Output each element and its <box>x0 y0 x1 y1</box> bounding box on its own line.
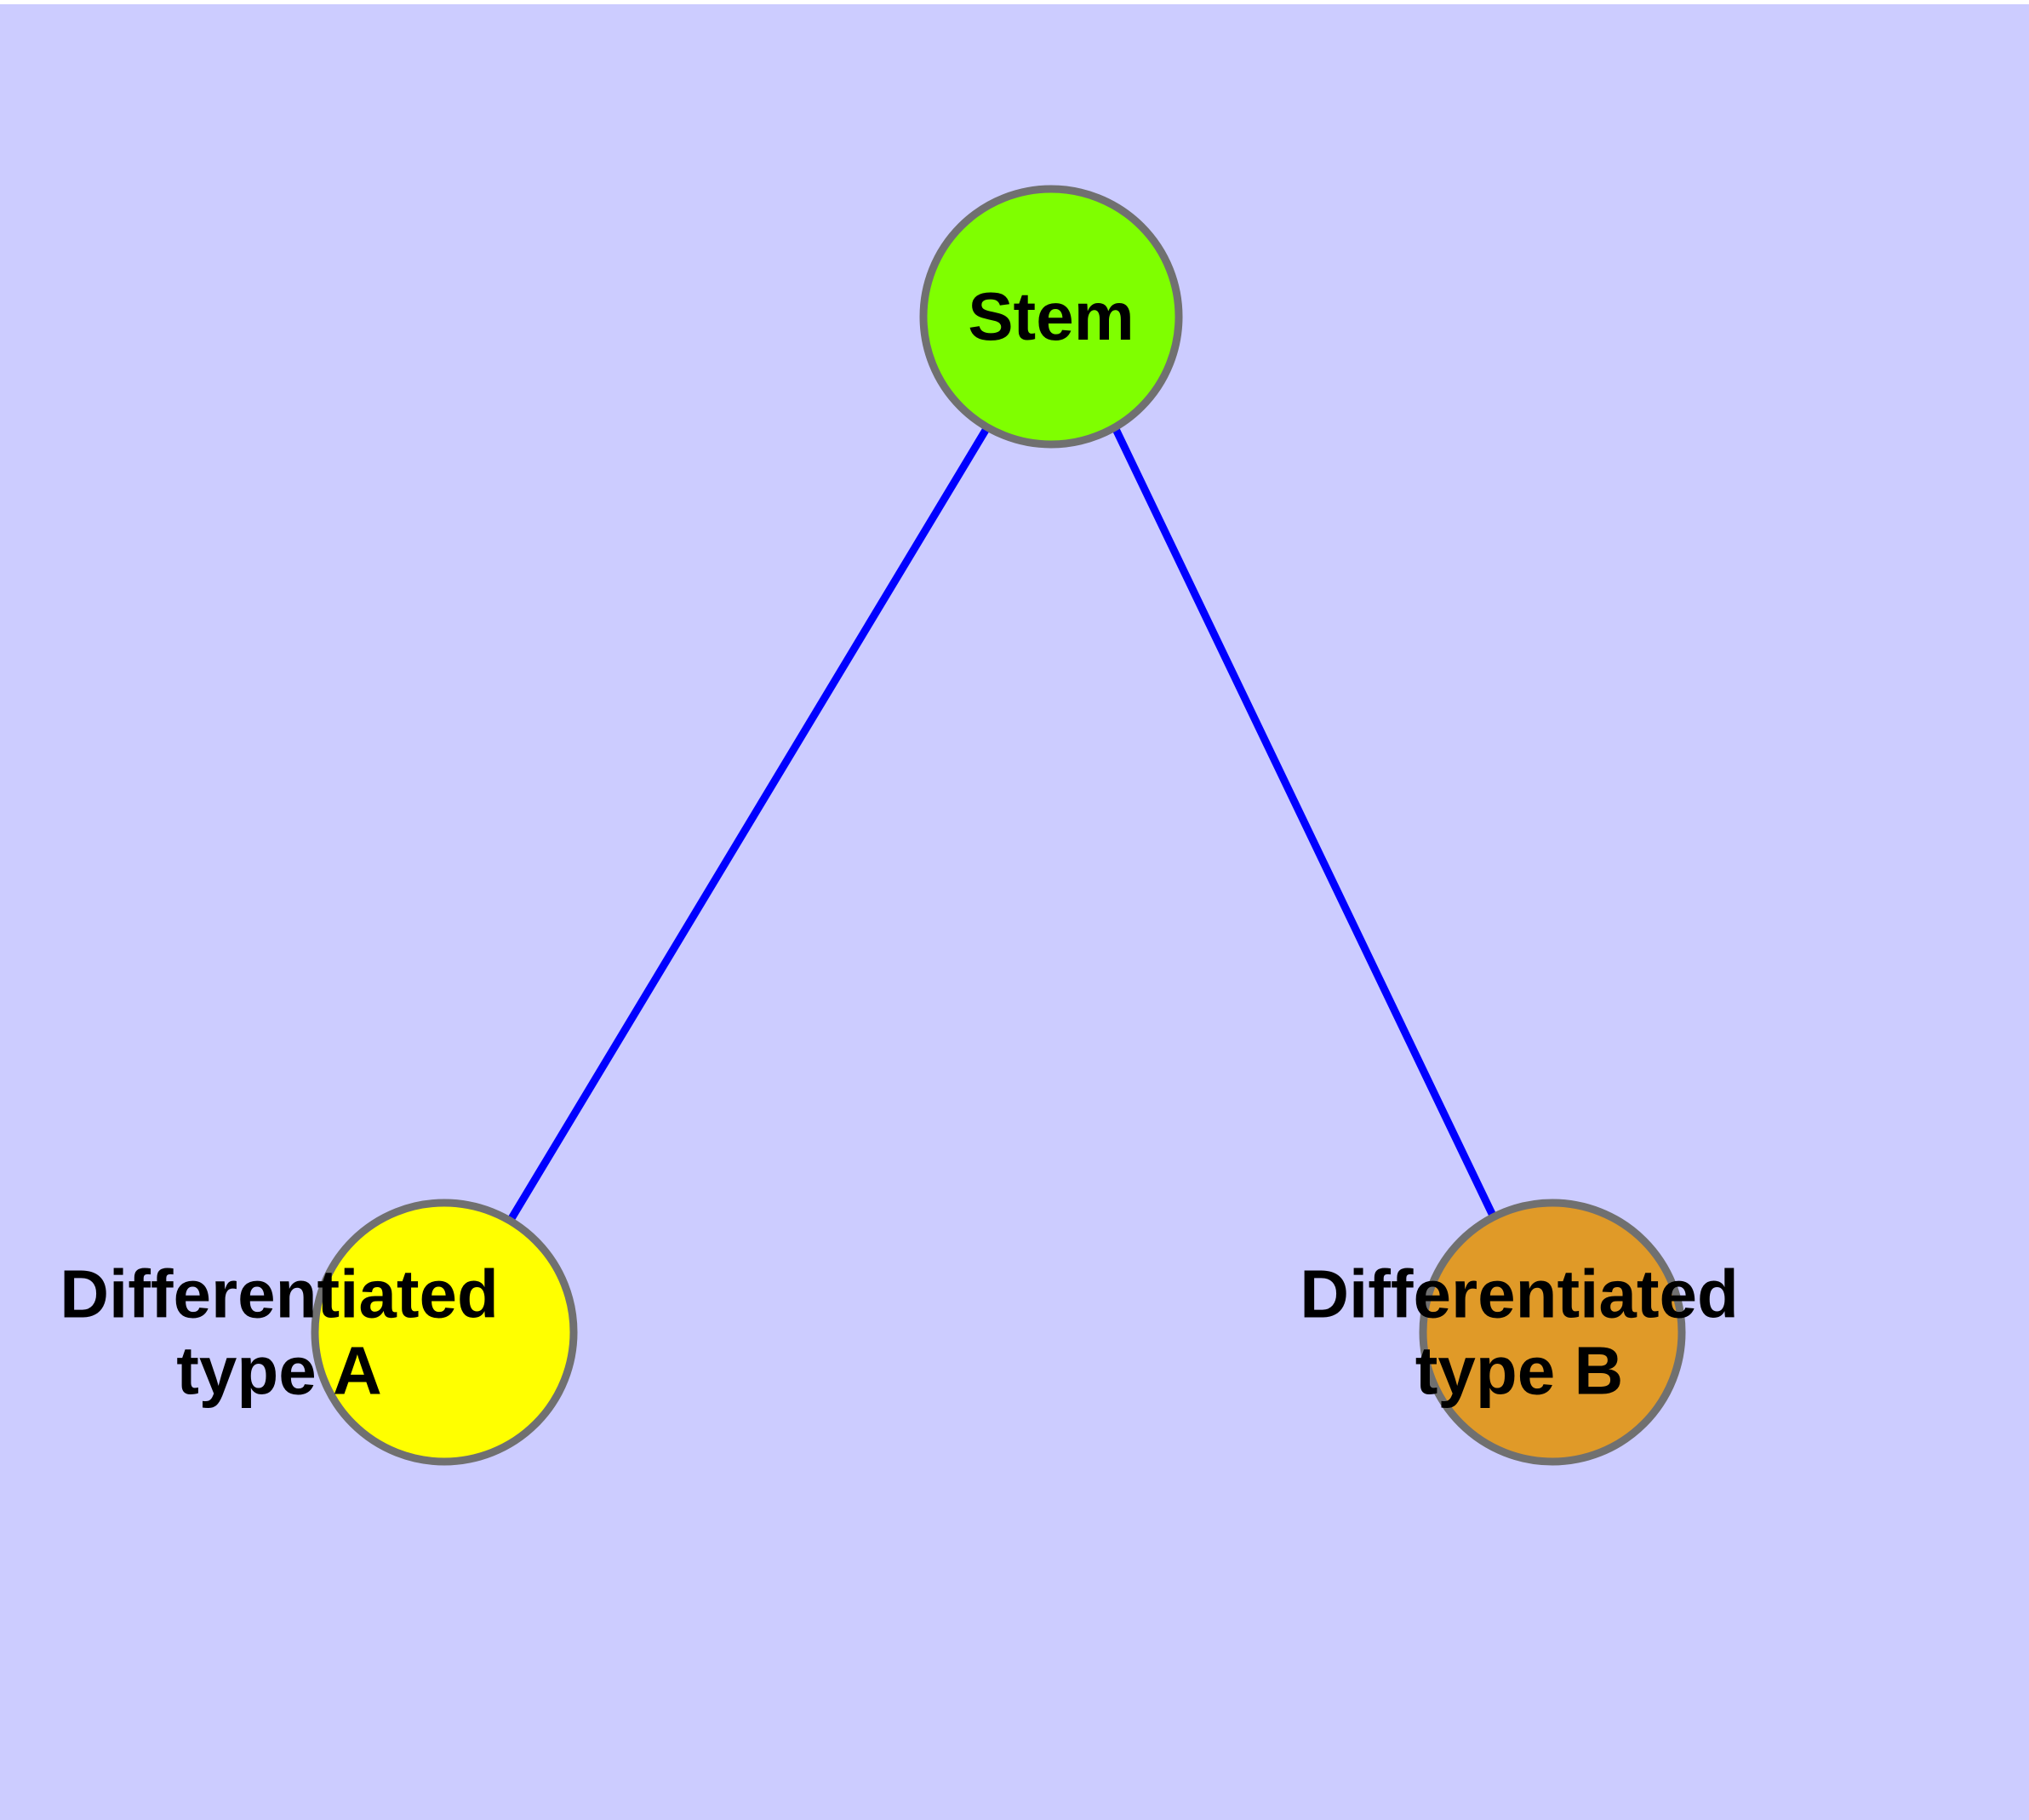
graph-plot-area: Stem Differentiated type A Differentiate… <box>0 4 2029 1820</box>
edges-layer <box>507 425 1498 1222</box>
edge-stem-to-type-b[interactable] <box>1111 426 1498 1219</box>
node-stem[interactable] <box>919 185 1183 449</box>
graph-svg <box>311 185 1686 1466</box>
nodes-layer <box>311 185 1686 1466</box>
node-differentiated-type-a[interactable] <box>311 1199 578 1466</box>
edge-stem-to-type-a[interactable] <box>507 425 991 1222</box>
node-differentiated-type-b[interactable] <box>1419 1199 1686 1466</box>
